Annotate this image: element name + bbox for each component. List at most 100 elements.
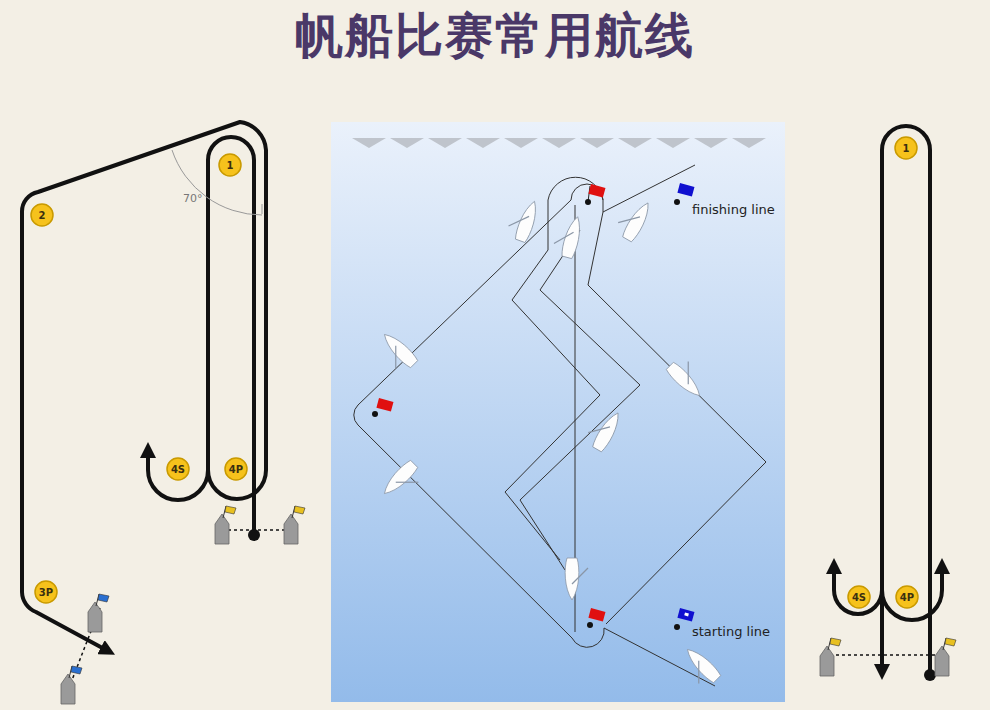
line-label: starting line (692, 624, 770, 639)
course-mark: 4P (224, 457, 248, 481)
start-dot (248, 529, 260, 541)
drawing-part (294, 506, 305, 514)
sailboat (505, 196, 541, 243)
drawing-part (384, 346, 407, 369)
drawing-part (396, 471, 419, 494)
drawing-part (380, 330, 419, 369)
wind-triangle (428, 138, 462, 148)
start-line (830, 654, 945, 656)
course-mark: 2 (30, 203, 54, 227)
boats (373, 195, 722, 691)
drawing-part (935, 646, 949, 676)
drawing-part (284, 514, 298, 544)
drawing-part (509, 211, 530, 232)
mark-label: 2 (39, 210, 46, 221)
windward-leeward-course (834, 126, 942, 675)
drawing-part (572, 568, 588, 584)
mark-label: 4P (229, 464, 243, 475)
wind-triangle (580, 138, 614, 148)
flags (372, 183, 694, 630)
wind-triangle (390, 138, 424, 148)
mark-label: 1 (903, 143, 910, 154)
sailboat (565, 558, 588, 600)
drawing-part (618, 209, 640, 231)
mark-label: 1 (227, 160, 234, 171)
drawing-part (88, 602, 102, 632)
drawing-part (215, 514, 229, 544)
wind-triangle (504, 138, 538, 148)
committee-boats (61, 506, 956, 704)
drawing-part (588, 200, 766, 624)
drawing-part (148, 440, 208, 500)
drawing-part (554, 228, 574, 248)
drawing-part (376, 398, 393, 412)
trapezoid-course (22, 122, 266, 651)
drawing-part (354, 184, 715, 686)
committee-boat (935, 638, 956, 676)
page-title: 帆船比赛常用航线 (0, 4, 990, 68)
mark-label: 4S (171, 464, 185, 475)
drawing-part (560, 215, 584, 259)
drawing-part (520, 230, 640, 570)
wind-triangle (694, 138, 728, 148)
drawing-part (677, 362, 700, 385)
wind-triangle (352, 138, 386, 148)
mark-label: 4P (900, 592, 914, 603)
drawing-part (603, 165, 695, 212)
sailboat (380, 459, 426, 505)
drawing-part (687, 661, 710, 684)
course-mark: 3P (34, 580, 58, 604)
drawing-part (588, 184, 605, 198)
committee-boat (88, 594, 109, 632)
drawing-part (587, 622, 593, 628)
committee-boat (820, 638, 841, 676)
course-mark: 4P (895, 585, 919, 609)
start-line (228, 529, 292, 531)
wind-indicators (352, 138, 766, 148)
angle-label: 70° (183, 192, 203, 205)
committee-boat (284, 506, 305, 544)
wind-triangle (618, 138, 652, 148)
drawing-part (588, 419, 610, 441)
wind-triangle (542, 138, 576, 148)
mark-label: 3P (39, 587, 53, 598)
sailboat (583, 405, 624, 453)
drawing-part (585, 199, 591, 205)
drawing-part (262, 204, 263, 214)
drawing-part (61, 674, 75, 704)
course-lines (354, 165, 766, 686)
angle-lines (172, 150, 262, 215)
committee-boat (215, 506, 236, 544)
start-dot (924, 669, 936, 681)
drawing-part (945, 638, 956, 646)
sailboat (665, 355, 711, 401)
wind-triangle (732, 138, 766, 148)
sailboat (676, 645, 722, 691)
drawing-part (380, 459, 419, 498)
drawing-part (830, 638, 841, 646)
drawing-part (834, 566, 882, 614)
sailboat (551, 213, 584, 259)
drawing-part (98, 594, 109, 602)
sailboat (373, 330, 419, 376)
drawing-part (505, 177, 603, 560)
drawing-part (71, 666, 82, 674)
sea-panel (331, 122, 785, 702)
drawing-part (22, 122, 266, 651)
mark-label: 4S (852, 592, 866, 603)
drawing-part (674, 624, 680, 630)
course-mark: 4S (847, 585, 871, 609)
drawing-part (172, 150, 262, 215)
course-mark: 1 (894, 136, 918, 160)
drawing-part (665, 361, 704, 400)
drawing-part (684, 612, 689, 616)
sailboat (613, 195, 654, 243)
drawing-part (820, 646, 834, 676)
drawing-part (683, 645, 722, 684)
wind-triangle (656, 138, 690, 148)
course-mark: 4S (166, 457, 190, 481)
committee-boat (61, 666, 82, 704)
drawing-part (372, 411, 378, 417)
drawing-part (225, 506, 236, 514)
